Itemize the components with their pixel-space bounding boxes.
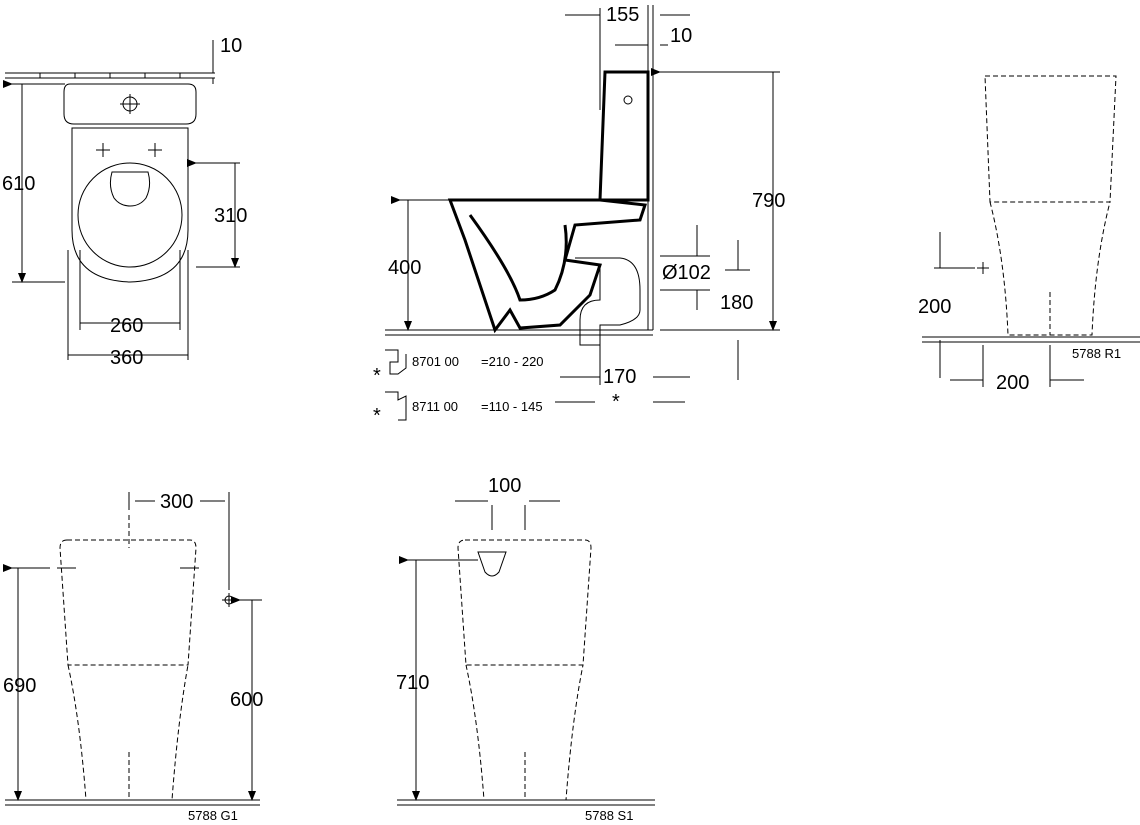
dim-400-label: 400	[388, 257, 421, 279]
bend-1-range: =210 - 220	[481, 354, 544, 369]
dim-180-label: 180	[720, 292, 753, 314]
s1-cistern-outline	[457, 539, 592, 666]
seat-inner	[109, 171, 151, 207]
bend-1-icon	[385, 349, 407, 375]
g1-cistern-outline	[59, 539, 197, 666]
bend-2-code: 8711 00	[412, 399, 458, 414]
dim-170-label: 170	[603, 366, 636, 388]
outlet-pipe	[575, 257, 641, 346]
bend-2-icon	[385, 391, 407, 421]
dim-155-line	[565, 8, 690, 110]
s1-dim-710-line	[408, 560, 478, 800]
bend-1-code: 8701 00	[412, 354, 459, 369]
s1-view: 100 710 5788 S1	[396, 475, 655, 823]
top-view: 610 10 310 260 360	[2, 35, 247, 369]
dim-200-horizontal	[950, 345, 1084, 387]
bowl-profile	[447, 198, 648, 334]
g1-dim-690-line	[12, 568, 50, 800]
dim-310-line	[196, 163, 240, 267]
r1-floor	[922, 336, 1140, 343]
dim-180-line	[725, 240, 750, 380]
r1-view: 200 200 5788 R1	[918, 75, 1140, 394]
dim-610-line	[12, 84, 65, 282]
g1-dim-width-label: 300	[160, 491, 193, 513]
side-view-floor	[385, 329, 653, 336]
flush-button-cross	[120, 94, 140, 114]
g1-view: 300 690 600 5788 G1	[3, 491, 263, 823]
dim-790-line	[660, 72, 780, 330]
dim-102-line	[660, 225, 710, 310]
dim-10-side-label: 10	[670, 25, 692, 47]
r1-dim-height-label: 200	[918, 296, 951, 318]
r1-dim-offset-label: 200	[996, 372, 1029, 394]
top-view-wall	[5, 72, 215, 79]
g1-dim-600-line	[240, 600, 262, 800]
bend-2-range: =110 - 145	[481, 399, 543, 414]
dim-400-line	[400, 200, 450, 330]
r1-model-label: 5788 R1	[1072, 346, 1121, 361]
bend-2-asterisk: *	[373, 405, 381, 427]
bowl-inner-profile	[468, 214, 568, 302]
g1-dim-connection-label: 600	[230, 689, 263, 711]
dim-260-label: 260	[110, 315, 143, 337]
side-view: 155 10 790 400 Ø102 180 170 * * 8701 00 …	[373, 4, 785, 427]
g1-bowl-outline	[67, 664, 189, 801]
g1-dim-300-line	[128, 492, 230, 590]
dim-260-line	[79, 250, 181, 330]
s1-floor	[397, 799, 655, 806]
r1-bowl-outline	[989, 201, 1111, 336]
g1-model-label: 5788 G1	[188, 808, 238, 823]
dim-102-label: Ø102	[662, 262, 711, 284]
s1-model-label: 5788 S1	[585, 808, 633, 823]
s1-dim-100-line	[455, 500, 560, 530]
dim-360-label: 360	[110, 347, 143, 369]
cistern-button-icon	[623, 95, 633, 105]
bend-1-asterisk: *	[373, 365, 381, 387]
s1-dim-height-label: 710	[396, 672, 429, 694]
r1-cistern-outline	[984, 75, 1117, 203]
bowl-outline	[71, 127, 189, 283]
dim-790-label: 790	[752, 190, 785, 212]
dim-asterisk-label: *	[612, 391, 620, 413]
g1-floor	[5, 799, 260, 806]
r1-connection-icon	[977, 262, 989, 274]
dim-610-label: 610	[2, 173, 35, 195]
fixing-point-right-icon	[148, 143, 162, 157]
dim-310-label: 310	[214, 205, 247, 227]
dim-top-gap-label: 10	[220, 35, 242, 57]
cistern-profile	[598, 70, 650, 202]
cistern-outline	[63, 83, 197, 125]
g1-connection-icon	[222, 593, 236, 607]
fixing-point-left-icon	[96, 143, 110, 157]
dim-170-line	[560, 345, 690, 385]
dim-155-label: 155	[606, 4, 639, 26]
dim-200-vertical	[934, 232, 975, 378]
g1-dim-height-label: 690	[3, 675, 36, 697]
s1-dim-width-label: 100	[488, 475, 521, 497]
s1-outlet-icon	[477, 551, 507, 577]
seat-opening	[77, 162, 183, 268]
dim-360-line	[67, 250, 189, 360]
